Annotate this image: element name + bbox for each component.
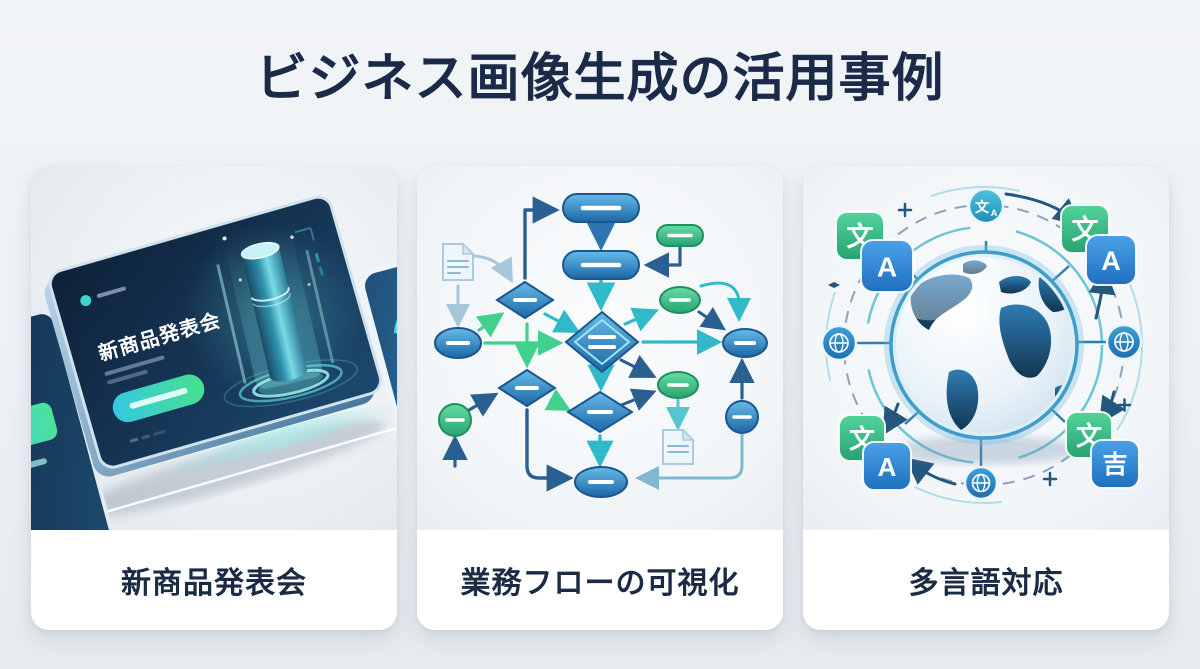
card-footer: 多言語対応	[803, 530, 1169, 630]
translate-pair-top-right: 文 A	[1060, 204, 1137, 286]
globe-icon	[820, 324, 858, 362]
document-icon	[442, 242, 475, 281]
corner-bracket	[294, 226, 315, 241]
decision-node-main	[564, 310, 640, 374]
workflow-illustration	[417, 166, 783, 530]
globe-circle-icons	[820, 323, 1143, 501]
svg-text:A: A	[877, 252, 897, 283]
page-title: ビジネス画像生成の活用事例	[255, 50, 945, 108]
product-bottle	[216, 229, 358, 408]
multilingual-illustration: 文 A	[803, 166, 1169, 530]
svg-text:文: 文	[975, 199, 990, 215]
globe-icon	[963, 465, 999, 501]
screen-dot	[80, 295, 92, 307]
translate-pair-top-left: 文 A	[835, 211, 914, 293]
globe	[884, 245, 1084, 464]
card-label: 新商品発表会	[121, 567, 307, 600]
translate-pair-bottom-right: 文 吉	[1065, 411, 1140, 489]
globe-icon	[1105, 323, 1143, 361]
plus-marks	[828, 202, 1132, 487]
translation-squares: 文 A 文 A 文 A	[835, 204, 1140, 491]
card-label: 多言語対応	[908, 567, 1064, 600]
side-panel-right	[360, 246, 397, 517]
product-launch-illustration: 新商品発表会	[31, 166, 397, 530]
cards-row: 新商品発表会	[31, 166, 1169, 630]
flowchart	[417, 166, 783, 530]
flowchart-nodes	[434, 193, 768, 498]
card-product-launch: 新商品発表会	[31, 166, 397, 630]
card-multilingual: 文 A	[803, 166, 1169, 630]
svg-text:A: A	[878, 452, 897, 482]
card-workflow: 業務フローの可視化	[417, 166, 783, 630]
svg-text:吉: 吉	[1102, 451, 1127, 479]
globe-scene: 文 A	[803, 166, 1169, 530]
tablet: 新商品発表会	[44, 195, 383, 477]
card-footer: 業務フローの可視化	[417, 530, 783, 630]
card-label: 業務フローの可視化	[460, 567, 740, 600]
flowchart-connectors	[442, 196, 755, 492]
translate-pair-bottom-left: 文 A	[838, 414, 912, 491]
card-footer: 新商品発表会	[31, 530, 397, 630]
document-icon	[662, 428, 695, 465]
floor-highlights	[70, 403, 397, 524]
svg-text:A: A	[1101, 246, 1121, 276]
svg-text:A: A	[991, 208, 998, 218]
translate-circle-icon: 文 A	[967, 187, 1005, 225]
tablet-scene: 新商品発表会	[31, 166, 397, 530]
